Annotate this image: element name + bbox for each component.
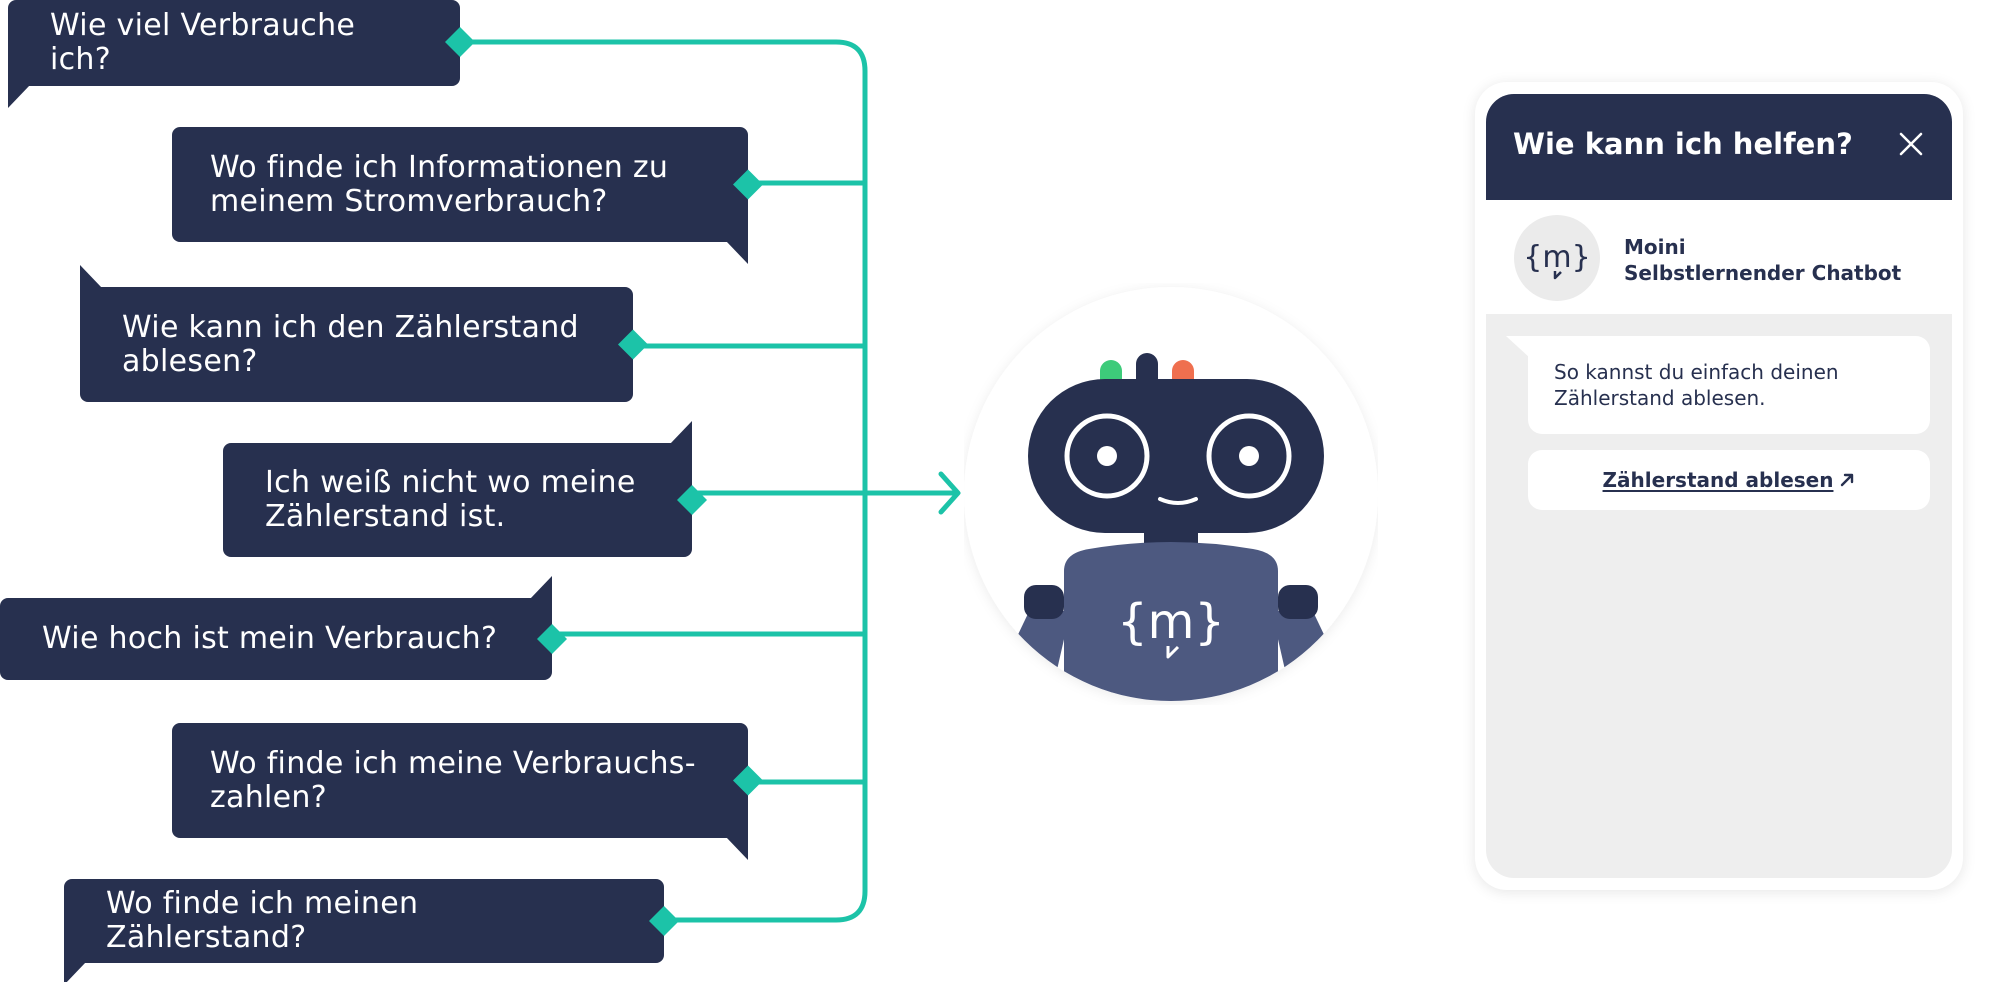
close-button[interactable] xyxy=(1896,129,1926,159)
logo-speech-tail xyxy=(1166,645,1180,659)
bot-avatar: {m} xyxy=(1514,215,1600,301)
bubble-tail xyxy=(80,265,102,288)
question-bubble: Wo finde ich Informationen zu meinem Str… xyxy=(172,127,748,242)
bubble-tail xyxy=(64,962,86,982)
question-text: Wie kann ich den Zählerstand ablesen? xyxy=(122,309,579,379)
question-bubble: Wie hoch ist mein Verbrauch? xyxy=(0,598,552,680)
robot-illustration: {m} xyxy=(964,287,1378,701)
robot-head xyxy=(1028,379,1324,533)
robot-left-hand xyxy=(1024,585,1064,619)
robot-mascot: {m} xyxy=(964,283,1378,705)
question-bubble: Wo finde ich meine Verbrauchs-zahlen? xyxy=(172,723,748,838)
question-bubble: Ich weiß nicht wo meine Zählerstand ist. xyxy=(223,443,692,557)
arrow-head xyxy=(938,471,961,515)
message-tail xyxy=(1506,336,1530,358)
robot-right-eye xyxy=(1206,413,1292,499)
question-bubble: Wo finde ich meinen Zählerstand? xyxy=(64,879,664,963)
bot-message-text: So kannst du einfach deinen Zählerstand … xyxy=(1554,360,1839,410)
bot-info-row: {m} Moini Selbstlernender Chatbot xyxy=(1486,200,1952,314)
bot-subtitle: Selbstlernender Chatbot xyxy=(1624,261,1902,285)
chat-title: Wie kann ich helfen? xyxy=(1513,127,1853,161)
svg-text:{m}: {m} xyxy=(1523,240,1590,275)
link-label: Zählerstand ablesen xyxy=(1602,468,1834,492)
robot-smile xyxy=(1158,497,1198,505)
bubble-tail xyxy=(8,85,30,108)
bubble-tail xyxy=(726,241,748,264)
external-arrow-icon xyxy=(1841,473,1854,487)
question-text: Wie hoch ist mein Verbrauch? xyxy=(42,621,498,656)
robot-right-hand xyxy=(1278,585,1318,619)
robot-body xyxy=(1064,542,1278,701)
question-bubble: Wie viel Verbrauche ich? xyxy=(8,0,460,86)
zaehlerstand-link-button[interactable]: Zählerstand ablesen xyxy=(1528,450,1930,510)
question-text: Wie viel Verbrauche ich? xyxy=(50,8,356,77)
question-text: Wo finde ich meinen Zählerstand? xyxy=(106,886,419,955)
avatar-logo-icon: {m} xyxy=(1523,240,1591,280)
chat-widget: Wie kann ich helfen? {m} Moini Selbstler… xyxy=(1486,94,1952,878)
question-text: Wo finde ich Informationen zu meinem Str… xyxy=(210,149,669,219)
question-text: Wo finde ich meine Verbrauchs-zahlen? xyxy=(210,745,696,815)
close-icon xyxy=(1899,132,1923,156)
chat-header: Wie kann ich helfen? xyxy=(1486,94,1952,200)
bot-message-bubble: So kannst du einfach deinen Zählerstand … xyxy=(1528,336,1930,434)
bubble-tail xyxy=(670,421,692,444)
question-bubble: Wie kann ich den Zählerstand ablesen? xyxy=(80,287,633,402)
question-text: Ich weiß nicht wo meine Zählerstand ist. xyxy=(265,465,636,534)
bubble-tail xyxy=(726,837,748,860)
bot-name: Moini xyxy=(1624,235,1686,259)
robot-shirt-logo: {m} xyxy=(1117,594,1225,650)
bubble-tail xyxy=(530,576,552,599)
robot-left-eye xyxy=(1064,413,1150,499)
